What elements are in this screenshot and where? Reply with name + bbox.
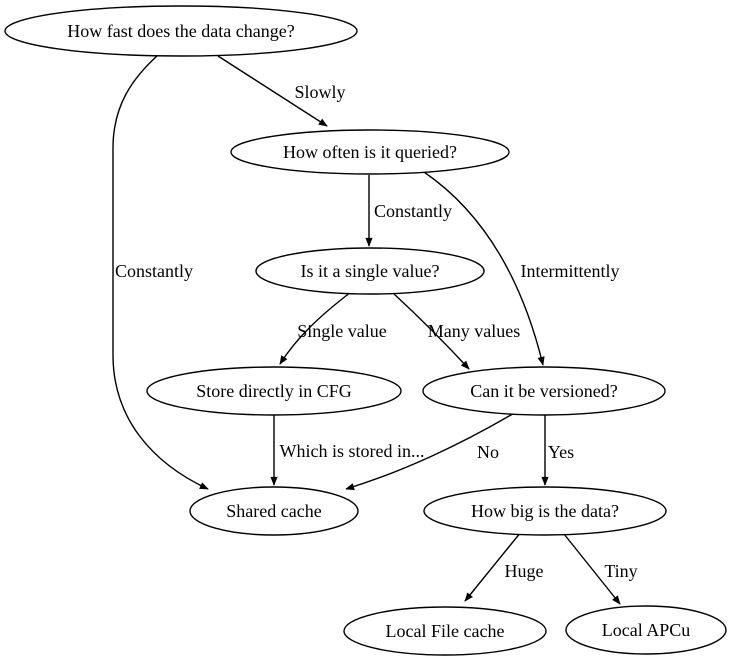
edge-constantly-to-single: Constantly (365, 175, 452, 247)
node-versionable-label: Can it be versioned? (470, 381, 617, 401)
node-local-file-cache-shape (343, 606, 547, 656)
edge-single-value-label: Single value (297, 321, 386, 341)
node-change-rate-label: How fast does the data change? (67, 21, 294, 41)
edge-constantly-to-shared-label: Constantly (115, 261, 193, 281)
edge-huge: Huge (464, 531, 544, 602)
node-data-size-label: How big is the data? (471, 501, 619, 521)
edge-constantly-to-shared-line (112, 55, 209, 490)
node-local-apcu-label: Local APCu (602, 620, 691, 640)
node-shared-cache-shape (189, 486, 359, 536)
node-local-apcu: Local APCu (565, 605, 727, 655)
node-store-cfg-shape (146, 366, 402, 416)
node-versionable: Can it be versioned? (422, 366, 666, 416)
edge-tiny-label: Tiny (604, 561, 637, 581)
edge-slowly-label: Slowly (294, 82, 345, 102)
node-shared-cache-label: Shared cache (226, 501, 321, 521)
node-data-size-shape (423, 486, 667, 536)
edge-intermittently-line (423, 171, 545, 366)
edge-tiny: Tiny (563, 533, 638, 605)
node-shared-cache: Shared cache (189, 486, 359, 536)
node-layer: How fast does the data change? How often… (4, 5, 727, 656)
edge-which-stored-label: Which is stored in... (280, 441, 425, 461)
node-change-rate-shape (4, 5, 358, 57)
node-local-file-cache: Local File cache (343, 606, 547, 656)
edge-intermittently: Intermittently (423, 171, 620, 366)
node-store-cfg-label: Store directly in CFG (196, 381, 352, 401)
edge-huge-line (464, 531, 522, 602)
node-single-value-question-shape (255, 247, 485, 295)
edge-single-value-line (279, 291, 352, 365)
edge-slowly: Slowly (217, 55, 346, 127)
edge-slowly-line (217, 55, 328, 127)
edge-layer: Slowly Constantly Constantly Intermitten… (112, 55, 638, 605)
edge-huge-label: Huge (505, 561, 544, 581)
edge-no: No (345, 411, 517, 491)
node-data-size: How big is the data? (423, 486, 667, 536)
edge-intermittently-label: Intermittently (521, 261, 620, 281)
edge-constantly-to-single-label: Constantly (374, 201, 452, 221)
edge-no-line (345, 411, 517, 491)
node-query-frequency-label: How often is it queried? (283, 142, 457, 162)
edge-which-stored: Which is stored in... (270, 415, 425, 486)
node-change-rate: How fast does the data change? (4, 5, 358, 57)
node-store-cfg: Store directly in CFG (146, 366, 402, 416)
edge-many-values: Many values (392, 292, 520, 370)
node-local-apcu-shape (565, 605, 727, 655)
node-query-frequency: How often is it queried? (230, 129, 510, 175)
edge-single-value: Single value (279, 291, 387, 365)
node-query-frequency-shape (230, 129, 510, 175)
edge-constantly-to-shared: Constantly (112, 55, 209, 490)
edge-many-values-label: Many values (428, 321, 520, 341)
node-single-value-question: Is it a single value? (255, 247, 485, 295)
node-local-file-cache-label: Local File cache (386, 621, 505, 641)
edge-yes-label: Yes (548, 442, 574, 462)
node-single-value-question-label: Is it a single value? (301, 261, 440, 281)
edge-many-values-line (392, 292, 470, 370)
node-versionable-shape (422, 366, 666, 416)
edge-no-label: No (477, 442, 499, 462)
edge-yes: Yes (541, 415, 574, 486)
edge-tiny-line (563, 533, 621, 605)
